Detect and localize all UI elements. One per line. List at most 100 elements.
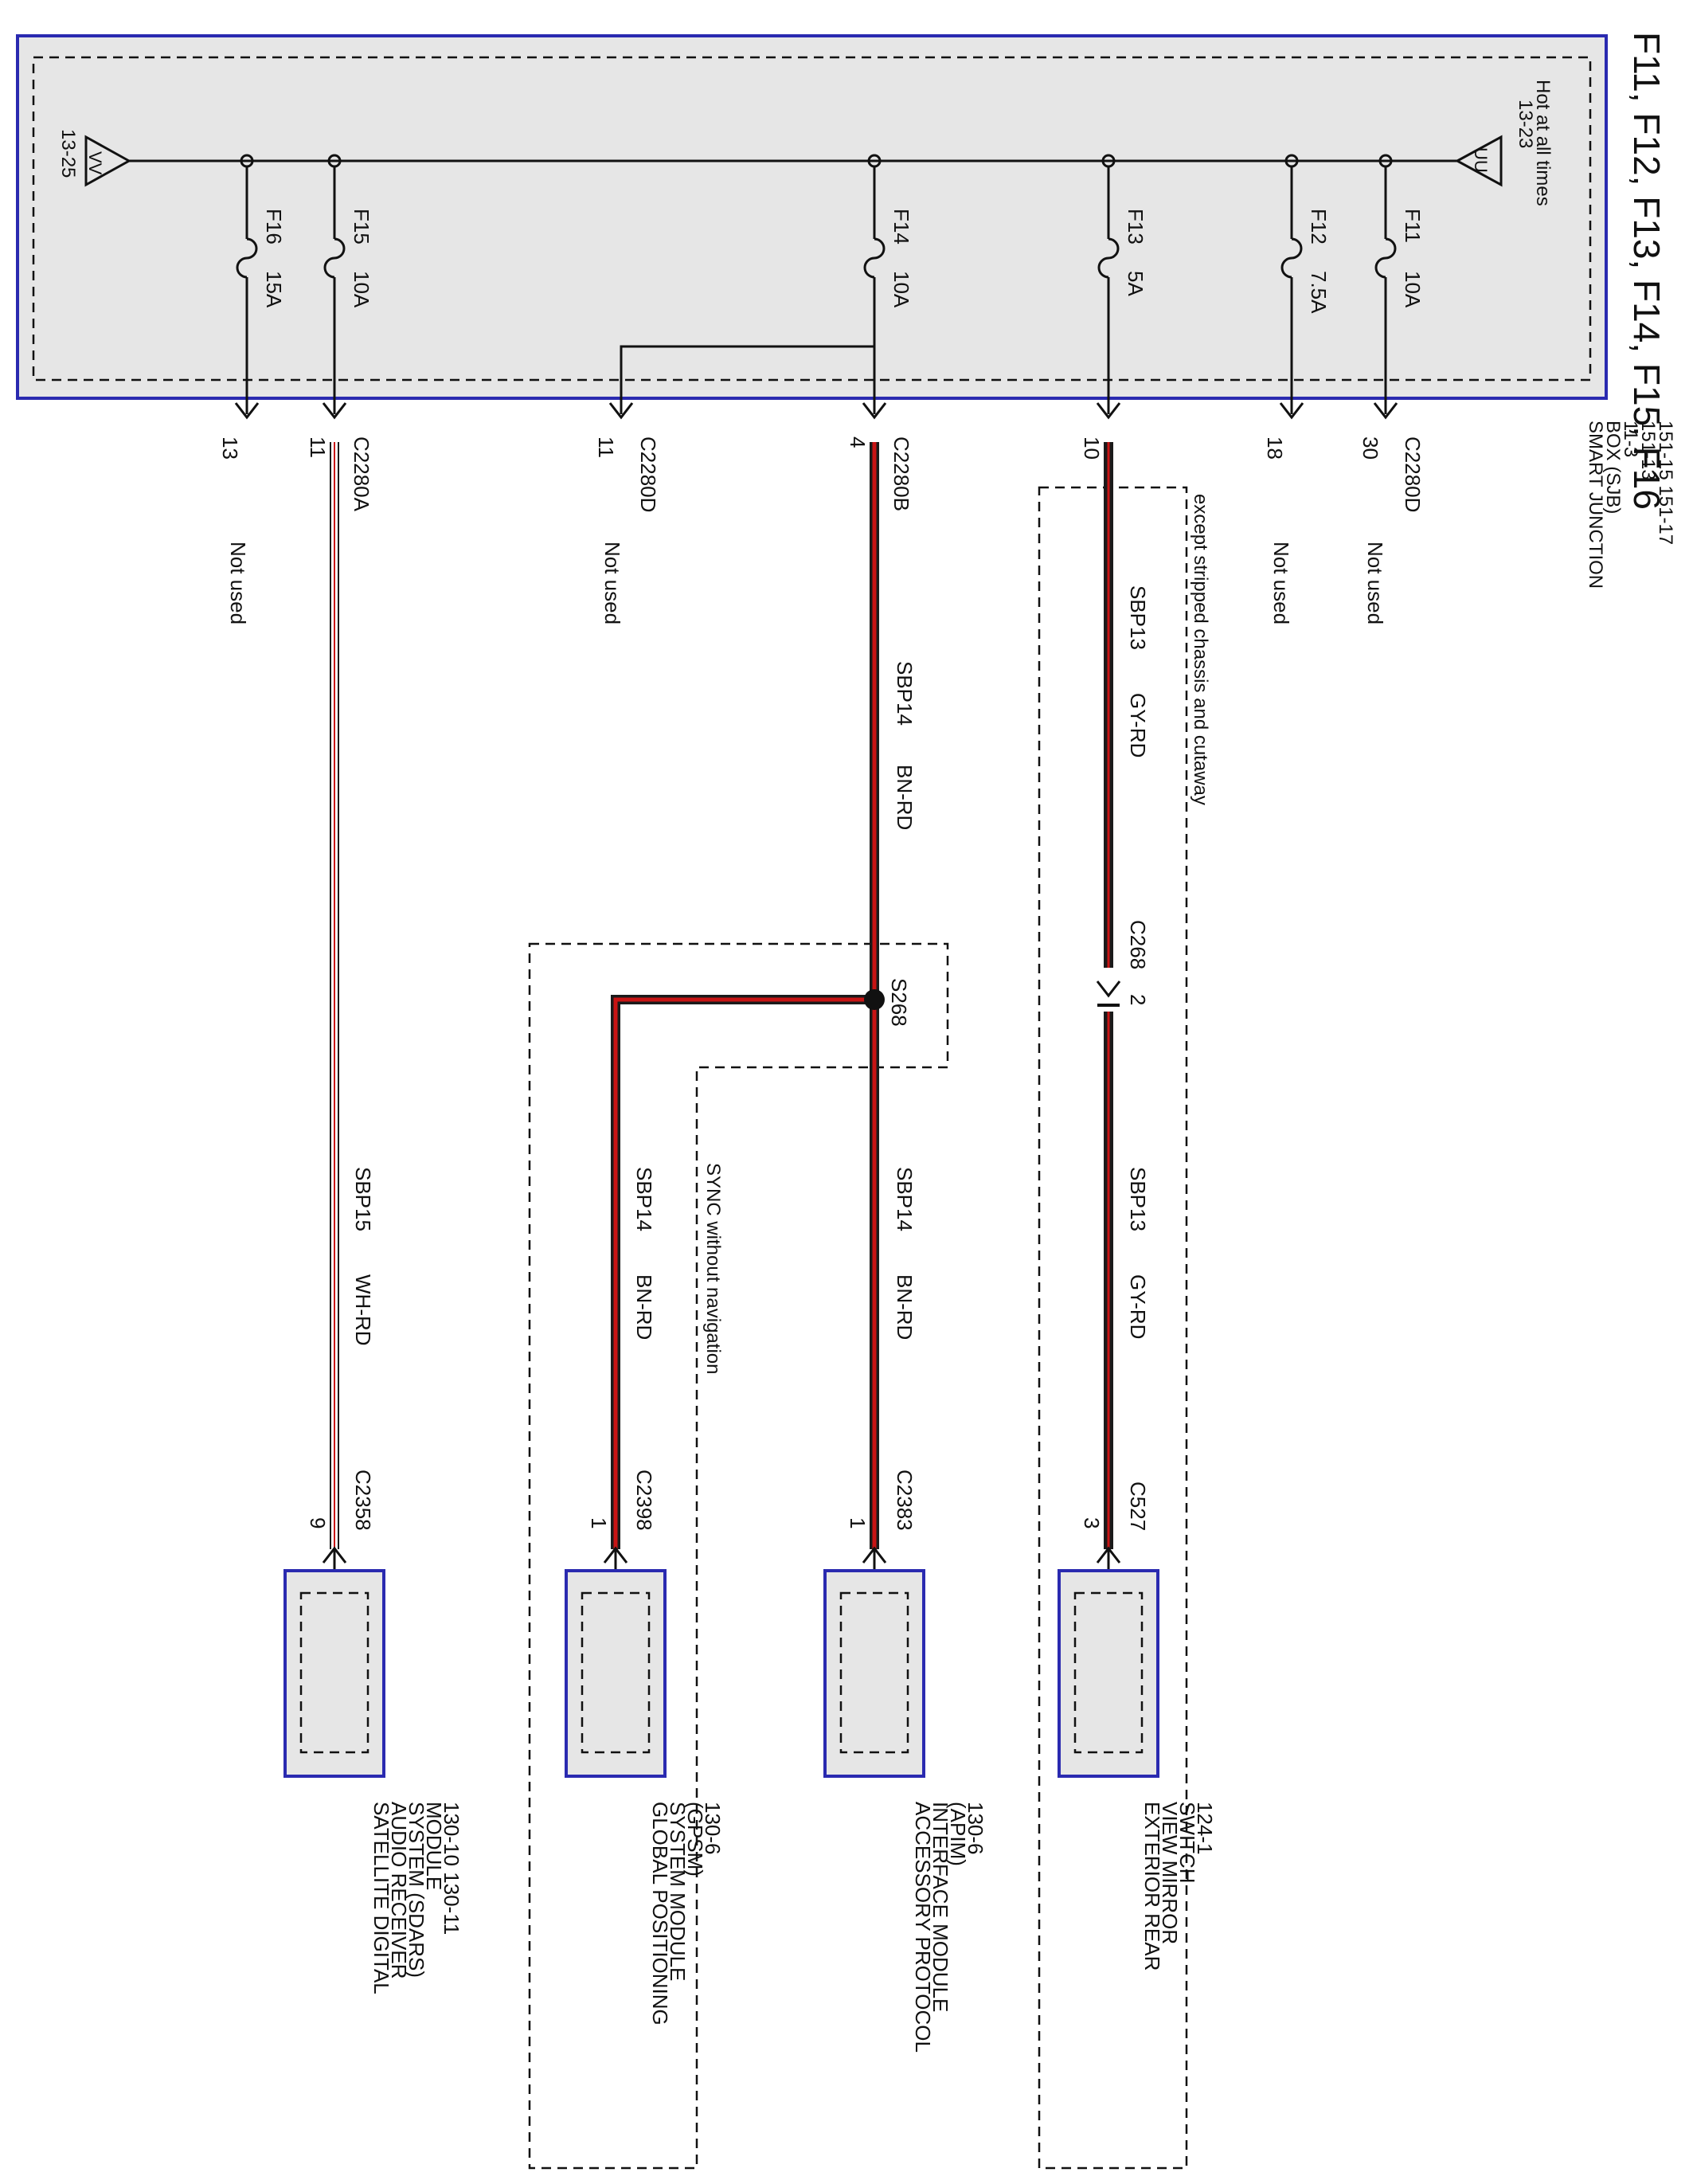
svg-text:11-3: 11-3 [1620, 421, 1641, 457]
sjb-box [16, 34, 1608, 400]
module-connector-arrows [322, 1546, 1121, 1593]
module-connector-label: C2398 [632, 1470, 656, 1531]
fuse-rating: 10A [350, 271, 373, 308]
wire-sbp13 [1096, 442, 1121, 1549]
circuit-label: SBP13 [1126, 585, 1150, 650]
svg-text:AUDIO RECEIVER: AUDIO RECEIVER [387, 1802, 411, 1979]
module-pin-label: 9 [306, 1517, 330, 1528]
fuse-label: F11 [1401, 209, 1425, 243]
svg-text:130-6: 130-6 [701, 1802, 725, 1855]
connector-label: C2280D [636, 436, 660, 512]
circuit-label: SBP15 [351, 1167, 375, 1231]
module-connector-label: C2383 [893, 1470, 917, 1531]
module-apim [823, 1569, 925, 1778]
pin-label: 4 [846, 436, 870, 448]
option-label-gpsm: SYNC without navigation [702, 1163, 724, 1374]
module-pin-label: 1 [846, 1517, 870, 1528]
circuit-label: SBP14 [893, 661, 917, 726]
fuse-label: F15 [350, 209, 373, 245]
svg-text:(GPSM): (GPSM) [683, 1802, 707, 1877]
fuse-label: F13 [1124, 209, 1148, 245]
fuse-f13 [1096, 154, 1121, 420]
module-label-apim: ACCESSORY PROTOCOL INTERFACE MODULE (API… [911, 1802, 987, 2053]
pin-label: 13 [218, 436, 242, 460]
pin-label: 11 [594, 436, 618, 458]
fuse-f15 [322, 154, 347, 420]
svg-text:151-15 151-17: 151-15 151-17 [1655, 421, 1676, 545]
wire-sbp14 [611, 442, 885, 1549]
svg-text:INTERFACE MODULE: INTERFACE MODULE [929, 1802, 952, 2012]
circuit-label: SBP14 [632, 1167, 656, 1231]
pin-label: 30 [1359, 436, 1382, 460]
splice-label: S268 [887, 978, 911, 1027]
module-connector-label: C2358 [351, 1470, 375, 1531]
fuse-label: F12 [1307, 209, 1331, 245]
connector-label: C2280B [889, 436, 913, 511]
circuit-color: GY-RD [1126, 693, 1150, 757]
not-used-label: Not used [1269, 542, 1293, 624]
fuse-rating: 10A [889, 271, 913, 308]
svg-text:151-13: 151-13 [1637, 421, 1659, 480]
fuse-label: F14 [889, 209, 913, 245]
not-used-label: Not used [1363, 542, 1387, 624]
continuation-icon [84, 135, 132, 187]
svg-text:MODULE: MODULE [422, 1802, 446, 1890]
hot-at-all-times-icon [1454, 135, 1503, 187]
splice-icon [864, 989, 885, 1010]
circuit-color: BN-RD [893, 1274, 917, 1340]
svg-text:130-10 130-11: 130-10 130-11 [440, 1802, 463, 1935]
fuse-f14 [608, 154, 887, 420]
svg-text:GLOBAL POSITIONING: GLOBAL POSITIONING [648, 1802, 672, 2025]
svg-text:SATELLITE DIGITAL: SATELLITE DIGITAL [369, 1802, 393, 1994]
sjb-label: SMART JUNCTION BOX (SJB) 11-3 151-13 151… [1585, 421, 1676, 589]
svg-text:VIEW MIRROR: VIEW MIRROR [1158, 1802, 1182, 1944]
module-label-mirror: EXTERIOR REAR VIEW MIRROR SWITCH 124-1 [1140, 1802, 1217, 1971]
not-used-label: Not used [226, 542, 250, 624]
circuit-color: WH-RD [351, 1274, 375, 1346]
continuation-ref: 13-25 [57, 129, 79, 178]
svg-text:124-1: 124-1 [1193, 1802, 1217, 1855]
pin-label: 11 [306, 436, 330, 458]
svg-text:BOX (SJB): BOX (SJB) [1602, 421, 1624, 514]
hot-symbol: UU [1471, 147, 1491, 173]
svg-text:SYSTEM (SDARS): SYSTEM (SDARS) [405, 1802, 428, 1978]
module-mirror-switch [1058, 1569, 1159, 1778]
circuit-label: SBP14 [893, 1167, 917, 1231]
page-title: F11, F12, F13, F14, F15, F16 [1626, 32, 1667, 510]
hot-ref: 13-23 [1515, 100, 1536, 148]
pin-label: 18 [1263, 436, 1287, 460]
fuse-rating: 10A [1401, 271, 1425, 308]
module-sdars [283, 1569, 385, 1778]
fuse-rating: 15A [262, 271, 286, 308]
connector-label: C2280D [1401, 436, 1425, 512]
circuit-color: BN-RD [632, 1274, 656, 1340]
inline-connector-pin: 2 [1126, 994, 1150, 1005]
circuit-label: SBP13 [1126, 1167, 1150, 1231]
circuit-color: GY-RD [1126, 1274, 1150, 1339]
module-pin-label: 1 [587, 1517, 611, 1528]
option-region-mirror [1038, 486, 1188, 2170]
fuse-label: F16 [262, 209, 286, 245]
option-label-mirror: except stripped chassis and cutaway [1190, 494, 1211, 805]
not-used-label: Not used [600, 542, 624, 624]
module-gpsm [565, 1569, 667, 1778]
fuse-rating: 7.5A [1307, 271, 1331, 314]
hot-label: Hot at all times [1532, 80, 1554, 206]
fuse-rating: 5A [1124, 271, 1148, 296]
continuation-symbol: VV [85, 151, 105, 175]
module-pin-label: 3 [1080, 1517, 1104, 1528]
svg-text:(APIM): (APIM) [946, 1802, 970, 1866]
svg-text:SWITCH: SWITCH [1175, 1802, 1199, 1884]
svg-text:EXTERIOR REAR: EXTERIOR REAR [1140, 1802, 1164, 1971]
circuit-color: BN-RD [893, 765, 917, 830]
pin-label: 10 [1080, 436, 1104, 460]
svg-text:SMART JUNCTION: SMART JUNCTION [1585, 421, 1606, 589]
module-connector-label: C527 [1126, 1481, 1150, 1531]
module-label-sdars: SATELLITE DIGITAL AUDIO RECEIVER SYSTEM … [369, 1802, 463, 1994]
option-region-gpsm [528, 942, 949, 2170]
svg-text:SYSTEM MODULE: SYSTEM MODULE [666, 1802, 690, 1981]
module-label-gpsm: GLOBAL POSITIONING SYSTEM MODULE (GPSM) … [648, 1802, 725, 2025]
connector-label: C2280A [350, 436, 373, 512]
fuse-f16 [234, 154, 260, 420]
